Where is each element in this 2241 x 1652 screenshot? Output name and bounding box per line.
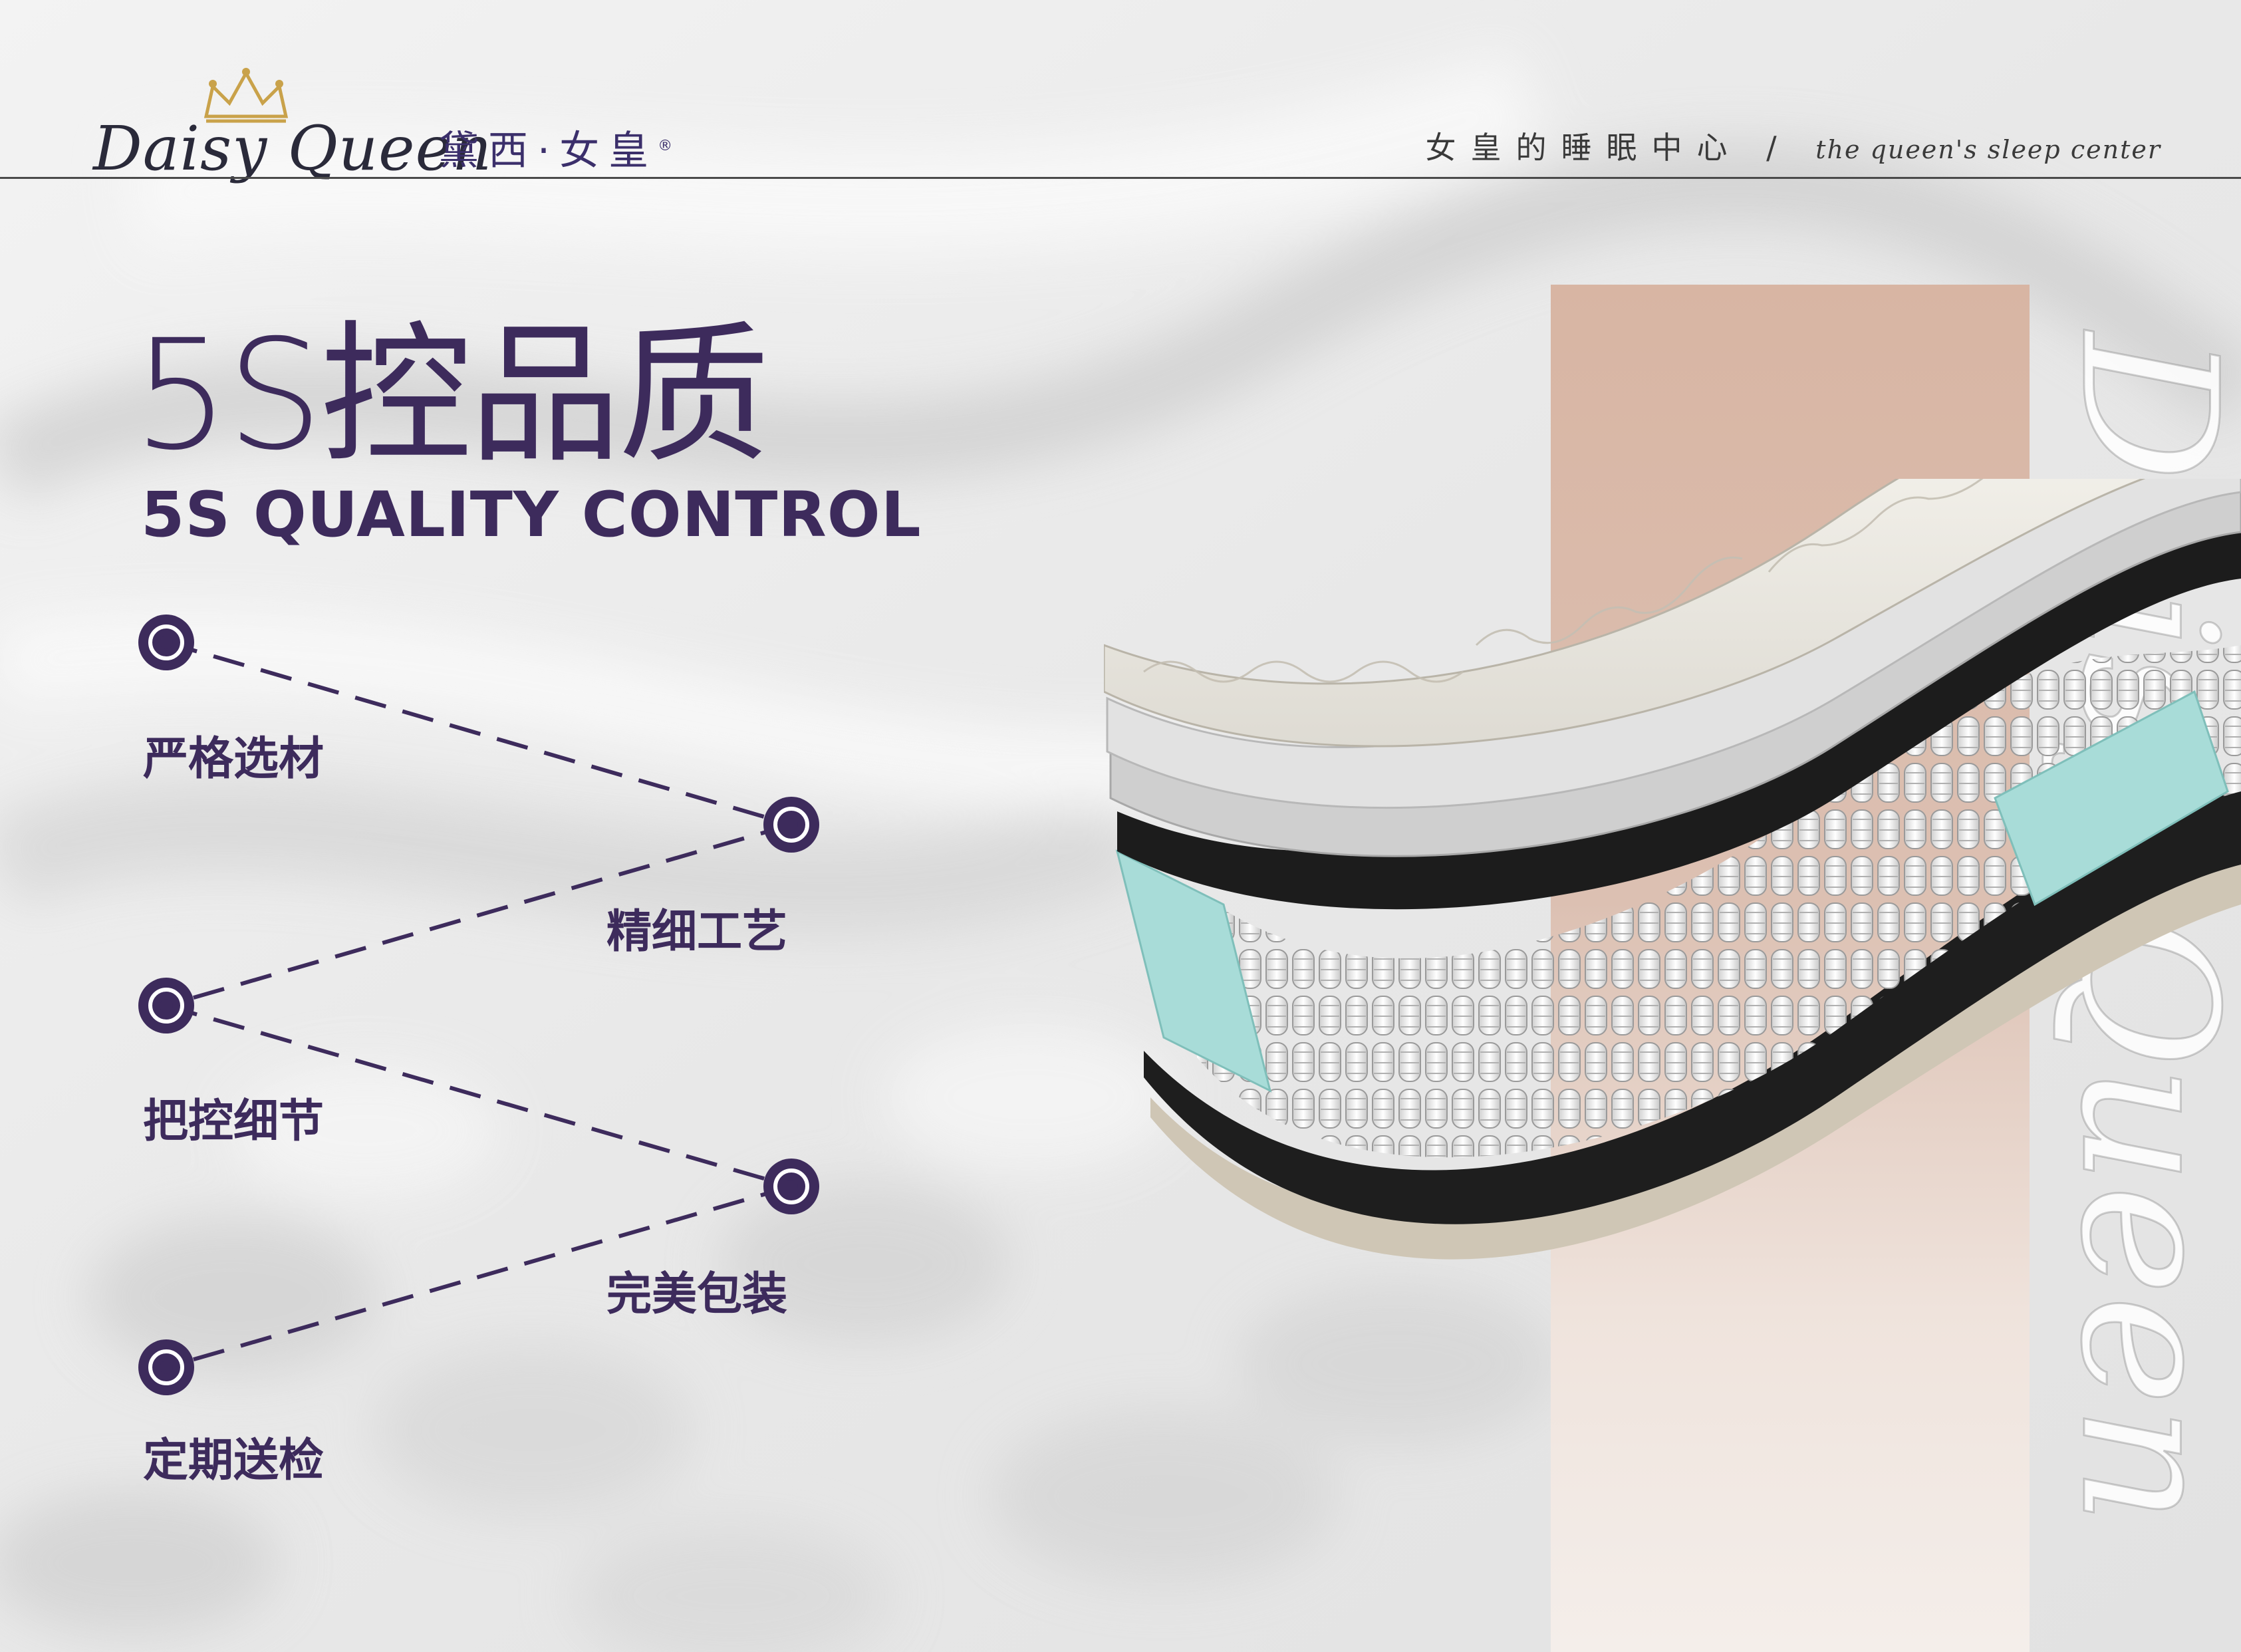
- tagline-en: the queen's sleep center: [1815, 135, 2161, 164]
- crown-icon: [203, 68, 289, 123]
- mattress-layers-image: [1104, 479, 2241, 1260]
- brand-logo-script: Daisy Queen: [93, 113, 493, 184]
- step-label-2: 精细工艺: [606, 906, 788, 958]
- page-title: 5S控品质: [133, 307, 770, 483]
- registered-mark: ®: [658, 138, 673, 154]
- tagline-cn: 女皇的睡眠中心: [1425, 130, 1742, 166]
- step-label-3: 把控细节: [143, 1095, 325, 1148]
- header-bar: Daisy Queen 黛西·女皇® 女皇的睡眠中心 / the queen's…: [0, 0, 2241, 184]
- step-label-5: 定期送检: [143, 1435, 325, 1487]
- header-tagline: 女皇的睡眠中心 / the queen's sleep center: [1425, 124, 2161, 168]
- step-label-1: 严格选材: [143, 733, 325, 785]
- header-divider: [0, 177, 2241, 179]
- page-subtitle: 5S QUALITY CONTROL: [141, 479, 922, 551]
- step-label-4: 完美包装: [606, 1268, 788, 1321]
- brand-logo-cn: 黛西·女皇®: [439, 128, 673, 174]
- tagline-separator: /: [1766, 130, 1791, 166]
